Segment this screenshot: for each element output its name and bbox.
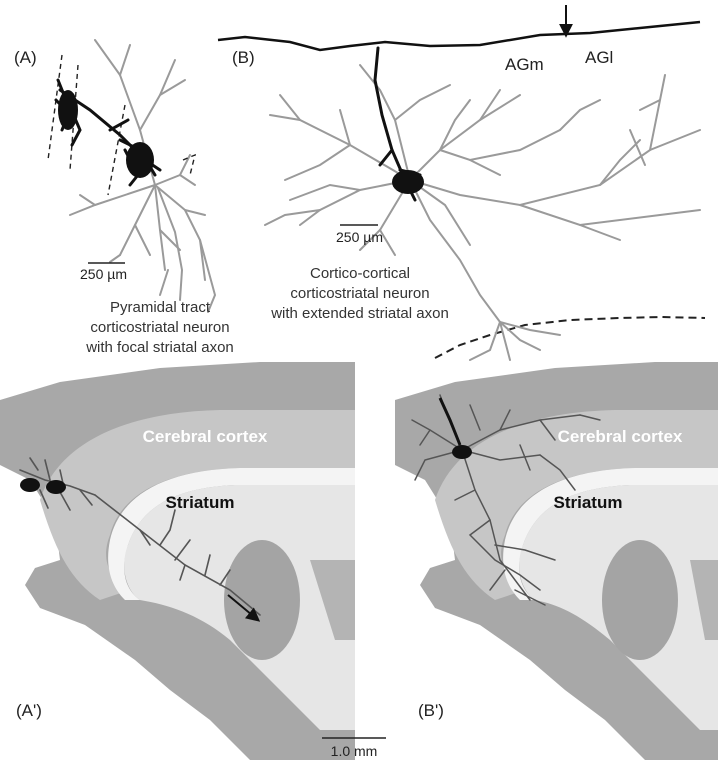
panel-b-soma	[392, 170, 424, 194]
panel-b-caption-line-1: Cortico-cortical	[310, 265, 410, 282]
panel-a-caption-line-1: Pyramidal tract	[110, 299, 211, 316]
mm-scale-label: 1.0 mm	[331, 743, 378, 759]
panel-b-pial-surface	[218, 22, 700, 50]
panel-b-scale-label: 250 µm	[336, 229, 383, 245]
a-prime-striatum-label: Striatum	[166, 493, 235, 512]
panel-a-prime: Cerebral cortex Striatum (A')	[0, 362, 355, 760]
area-label-agl: AGl	[585, 48, 613, 67]
area-label-agm: AGm	[505, 55, 544, 74]
panel-a-soma-cluster-1	[58, 90, 78, 130]
panel-a-soma-cluster-2	[126, 142, 154, 178]
panel-b-caption-line-2: corticostriatal neuron	[290, 285, 429, 302]
panel-a-caption-line-2: corticostriatal neuron	[90, 319, 229, 336]
panel-b-caption-line-3: with extended striatal axon	[270, 305, 449, 322]
b-prime-cortex-label: Cerebral cortex	[558, 427, 683, 446]
panel-a: (A)	[14, 40, 234, 356]
b-prime-striatum-label: Striatum	[554, 493, 623, 512]
panel-a-prime-soma-2	[46, 480, 66, 494]
panel-a-scale-label: 250 µm	[80, 266, 127, 282]
panel-b-prime-soma	[452, 445, 472, 459]
panel-a-prime-label: (A')	[16, 701, 42, 720]
panel-b-label: (B)	[232, 48, 255, 67]
panel-b-striatum-border	[435, 317, 705, 358]
panel-b: (B) AGm AGl	[218, 5, 705, 360]
panel-a-label: (A)	[14, 48, 37, 67]
panel-b-prime: Cerebral cortex Striatum (B')	[395, 362, 718, 760]
globus-pallidus-b	[602, 540, 678, 660]
panel-a-caption-line-3: with focal striatal axon	[85, 339, 234, 356]
panel-a-prime-soma-1	[20, 478, 40, 492]
a-prime-cortex-label: Cerebral cortex	[143, 427, 268, 446]
panel-b-prime-label: (B')	[418, 701, 444, 720]
